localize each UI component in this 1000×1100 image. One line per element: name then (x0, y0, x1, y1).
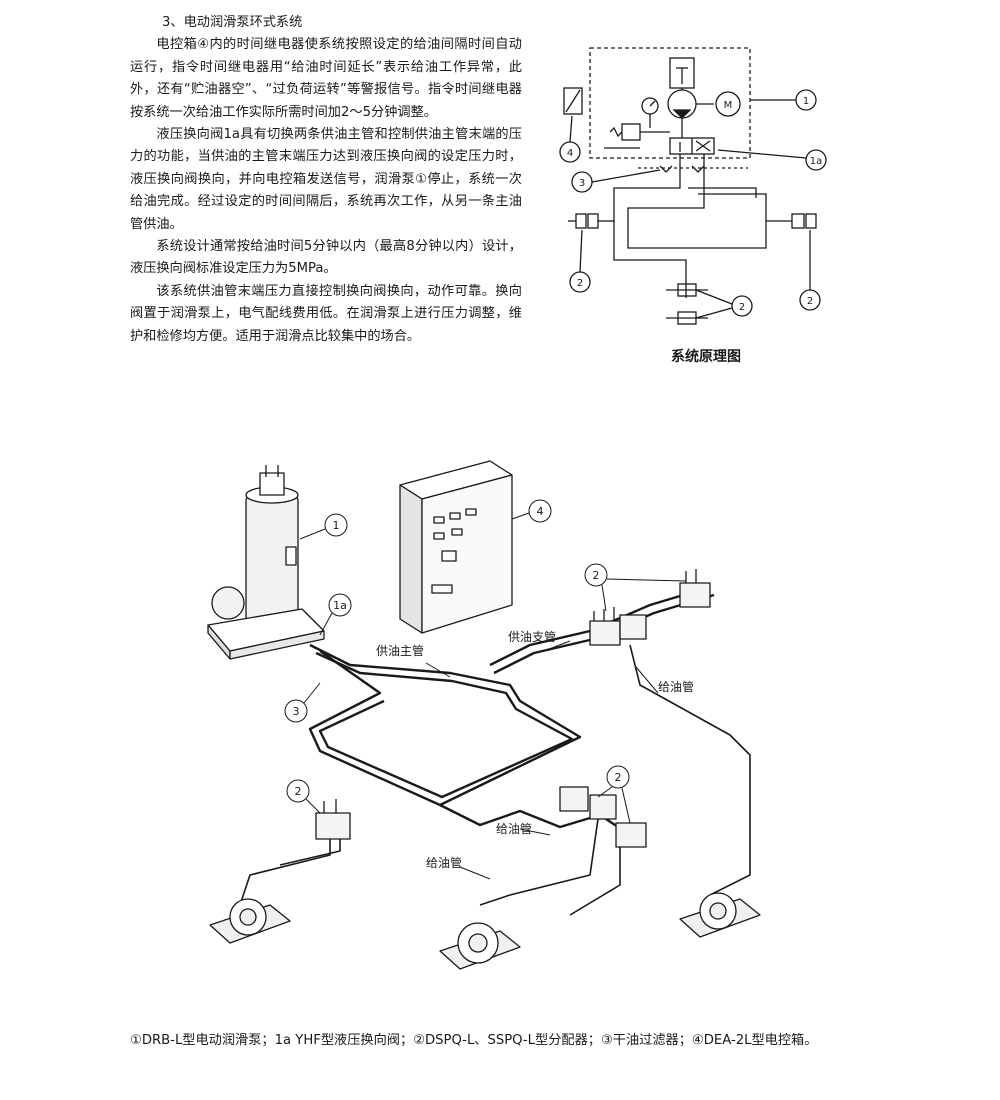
schematic-callout-1a: 1a (810, 156, 823, 167)
schematic-callout-3: 3 (579, 178, 585, 189)
relief-valve-symbol (621, 123, 641, 141)
schematic-callout-4: 4 (567, 148, 573, 159)
schematic-callout-2-bottom: 2 (739, 302, 745, 313)
electric-control-box (399, 460, 513, 634)
callout-1: 1 (333, 519, 340, 532)
distributor-group-right-top (589, 569, 711, 646)
figure-caption: ①DRB-L型电动润滑泵；1a YHF型液压换向阀；②DSPQ-L、SSPQ-L… (130, 1033, 818, 1048)
schematic-caption: 系统原理图 (671, 349, 741, 365)
description-text: 3、电动润滑泵环式系统 电控箱④内的时间继电器使系统按照设定的给油间隔时间自动运… (130, 12, 522, 348)
callout-4: 4 (537, 505, 544, 518)
label-branch-pipe: 供油支管 (508, 629, 556, 644)
motor-symbol (715, 91, 741, 117)
main-supply-pipe (308, 585, 715, 836)
paragraph-3: 系统设计通常按给油时间5分钟以内（最高8分钟以内）设计，液压换向阀标准设定压力为… (130, 239, 522, 277)
bearing-housing-left (209, 898, 291, 944)
callout-3: 3 (293, 705, 300, 718)
bearing-housing-middle (439, 922, 521, 970)
schematic-callout-2-left: 2 (577, 278, 583, 289)
distributor-group-bottom-right (559, 786, 647, 848)
paragraph-4: 该系统供油管末端压力直接控制换向阀换向，动作可靠。换向阀置于润滑泵上，电气配线费… (130, 283, 522, 344)
distributor-group-left (315, 799, 351, 840)
distributor-left (575, 213, 587, 229)
feed-pipes (239, 644, 751, 916)
paragraph-2: 液压换向阀1a具有切换两条供油主管和控制供油主管末端的压力的功能，当供油的主管末… (130, 127, 522, 232)
callout-1a: 1a (333, 599, 347, 612)
label-feed-pipe-middle: 给油管 (496, 821, 532, 836)
callout-2-bottom: 2 (615, 771, 622, 784)
callout-2-left: 2 (295, 785, 302, 798)
distributor-right (791, 213, 805, 229)
bearing-housing-right (679, 892, 761, 938)
section-heading: 3、电动润滑泵环式系统 (162, 15, 303, 30)
label-feed-pipe-right: 给油管 (658, 679, 694, 694)
paragraph-1: 电控箱④内的时间继电器使系统按照设定的给油间隔时间自动运行，指令时间继电器用“给… (130, 37, 522, 120)
pump-unit-boundary (589, 47, 751, 159)
illustration-callouts (284, 499, 687, 880)
control-box-symbol (563, 87, 583, 115)
system-schematic: M 1 1a 2 2 2 3 4 (559, 47, 827, 325)
motor-letter: M (724, 100, 733, 111)
label-main-pipe: 供油主管 (376, 643, 424, 658)
callout-2-top: 2 (593, 569, 600, 582)
schematic-callout-2-right: 2 (807, 296, 813, 307)
system-illustration: 1 1a 2 2 2 3 4 供油主管 供油支管 给油管 给油管 给油管 (207, 460, 761, 970)
label-feed-pipe-left: 给油管 (426, 855, 462, 870)
schematic-callout-1: 1 (803, 96, 809, 107)
electric-lubrication-pump (207, 465, 325, 660)
